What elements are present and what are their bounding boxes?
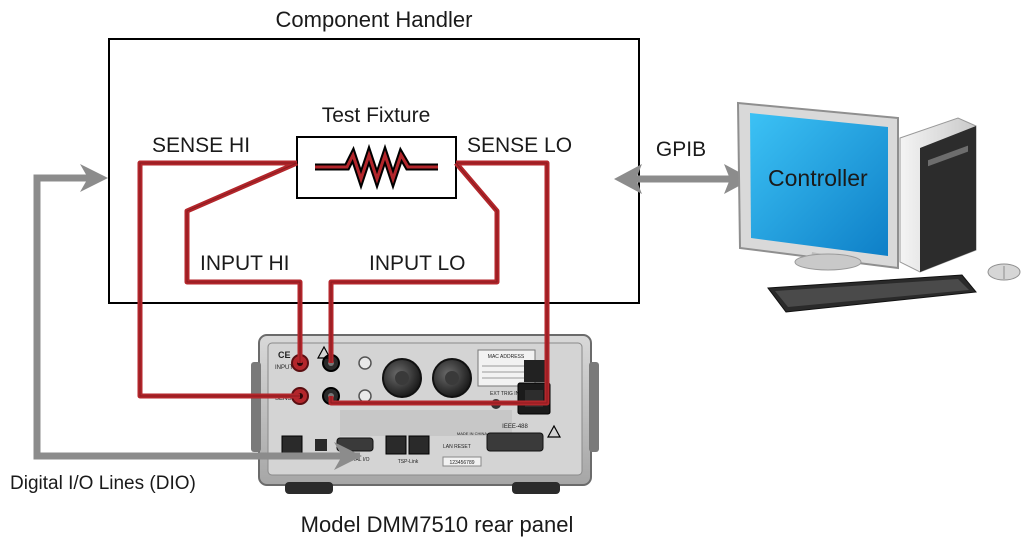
input-lo-wire (328, 161, 500, 363)
svg-text:INPUT: INPUT (275, 365, 293, 371)
test-fixture-label: Test Fixture (322, 104, 431, 127)
monitor-screen (750, 113, 888, 256)
dio-arrowhead-top (80, 164, 108, 192)
gpib-arrow (614, 164, 752, 194)
svg-text:LAN RESET: LAN RESET (443, 444, 471, 450)
dio-arrow (33, 174, 360, 460)
input-hi-wire (184, 160, 303, 363)
sense-lo-label: SENSE LO (467, 134, 572, 157)
svg-text:IEEE-488: IEEE-488 (502, 424, 528, 430)
controller-computer (736, 101, 1021, 313)
fan-knob-right (432, 358, 472, 398)
svg-text:123456789: 123456789 (449, 460, 474, 466)
sense-hi-label: SENSE HI (152, 134, 250, 157)
svg-text:SENSE: SENSE (275, 396, 295, 402)
dio-arrowhead-bottom (334, 442, 362, 470)
red-wiring (137, 160, 550, 406)
tsp-link-port-1 (385, 435, 407, 455)
input-lo-label: INPUT LO (369, 252, 465, 275)
rear-panel-caption: Model DMM7510 rear panel (301, 512, 574, 537)
fan-knob-left (382, 358, 422, 398)
svg-text:MADE IN CHINA: MADE IN CHINA (457, 431, 488, 436)
sense-lo-wire (328, 160, 550, 406)
svg-text:CE: CE (278, 350, 291, 360)
ieee-488-connector (486, 432, 544, 452)
gpib-label: GPIB (656, 138, 706, 161)
svg-text:EXT TRIG INPUT: EXT TRIG INPUT (490, 391, 529, 397)
svg-text:DIGITAL I/O: DIGITAL I/O (343, 457, 370, 463)
input-hi-label: INPUT HI (200, 252, 289, 275)
dio-label: Digital I/O Lines (DIO) (10, 473, 196, 494)
component-handler-title: Component Handler (276, 7, 473, 32)
lan-port (281, 435, 303, 455)
controller-label: Controller (768, 165, 868, 191)
vent-grid (340, 410, 512, 436)
sense-hi-wire (137, 160, 300, 399)
svg-text:MAC ADDRESS: MAC ADDRESS (488, 354, 525, 360)
svg-text:TSP-Link: TSP-Link (398, 459, 419, 465)
usb-port (315, 439, 327, 451)
tsp-link-port-2 (408, 435, 430, 455)
